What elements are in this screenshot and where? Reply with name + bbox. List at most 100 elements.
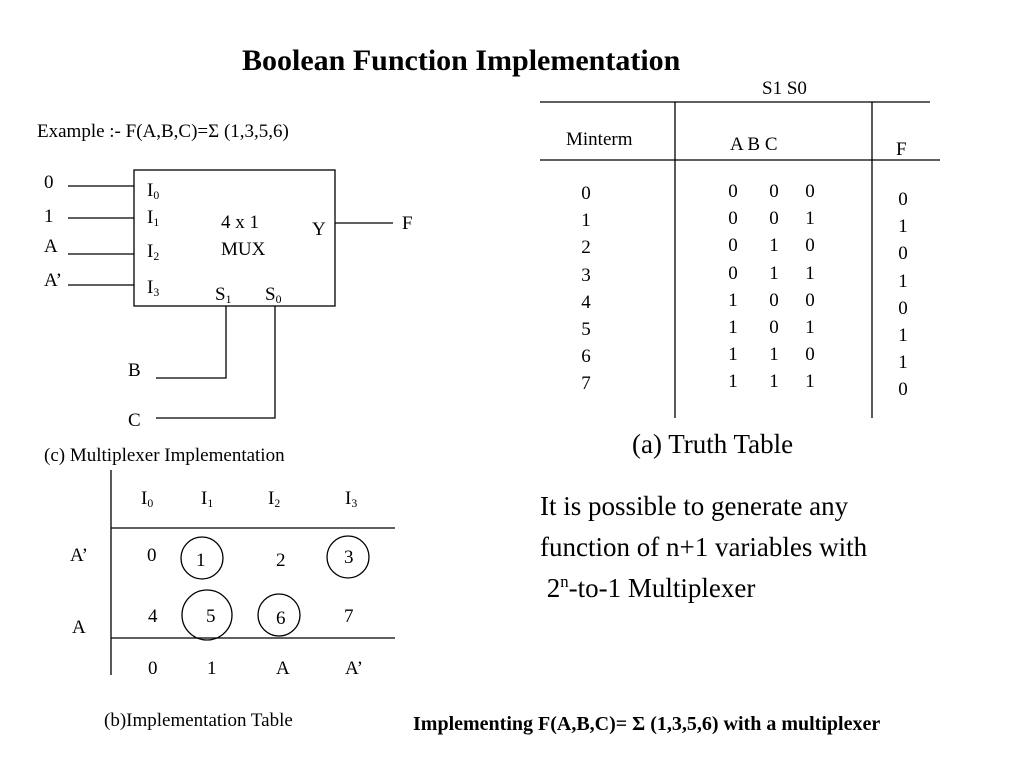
tt-b-cell: 1 <box>769 371 779 393</box>
it-result-cell: 1 <box>207 658 217 679</box>
it-cell: 2 <box>276 550 286 571</box>
it-header-i3: I3 <box>345 488 358 510</box>
statement: It is possible to generate any function … <box>540 486 867 609</box>
tt-minterm-cell: 5 <box>581 319 591 341</box>
tt-f-cell: 0 <box>898 243 908 265</box>
tt-minterm-cell: 6 <box>581 346 591 368</box>
it-result-cell: A’ <box>345 658 363 679</box>
tt-minterm-header: Minterm <box>566 129 633 150</box>
select-input-b: B <box>128 360 141 381</box>
tt-f-cell: 0 <box>898 189 908 210</box>
it-header-i2: I2 <box>268 488 281 510</box>
tt-c-cell: 1 <box>805 262 815 284</box>
tt-c-cell: 0 <box>805 181 815 202</box>
circle-minterm-1 <box>180 536 224 580</box>
tt-b-cell: 0 <box>769 317 779 339</box>
circle-minterm-6 <box>257 593 301 637</box>
tt-a-cell: 0 <box>728 208 738 230</box>
tt-c-cell: 0 <box>805 344 815 366</box>
mux-name-line2: MUX <box>221 239 266 260</box>
mux-output-label: F <box>402 213 413 234</box>
tt-f-cell: 1 <box>898 270 908 292</box>
tt-c-cell: 0 <box>805 235 815 257</box>
tt-b-cell: 1 <box>769 262 779 284</box>
statement-line3: 2n-to-1 Multiplexer <box>546 571 756 603</box>
tt-c-cell: 0 <box>805 289 815 311</box>
it-cell-circled: 6 <box>276 608 286 629</box>
tt-a-column: 0 0 0 0 1 1 1 1 <box>725 178 741 396</box>
statement-line2: function of n+1 variables with <box>540 532 868 562</box>
tt-b-cell: 1 <box>769 344 779 366</box>
tt-minterm-cell: 1 <box>581 210 591 232</box>
mux-pin-i3: I3 <box>147 277 160 299</box>
it-cell: 7 <box>344 606 354 627</box>
example-function: Example :- F(A,B,C)=Σ (1,3,5,6) <box>37 121 289 142</box>
statement-line1: It is possible to generate any <box>540 491 849 521</box>
tt-select-header: S1 S0 <box>762 78 807 99</box>
tt-f-cell: 1 <box>898 325 908 347</box>
mux-name-line1: 4 x 1 <box>221 212 259 233</box>
select-input-c: C <box>128 410 141 431</box>
mux-pin-i1: I1 <box>147 207 160 229</box>
tt-minterm-cell: 4 <box>581 291 591 313</box>
tt-b-cell: 0 <box>769 208 779 230</box>
tt-b-column: 0 0 1 1 0 0 1 1 <box>766 178 782 396</box>
tt-f-cell: 1 <box>898 352 908 374</box>
tt-b-cell: 0 <box>769 181 779 202</box>
select-wire-b <box>156 306 227 379</box>
mux-box <box>133 169 336 307</box>
tt-a-cell: 0 <box>728 262 738 284</box>
mux-input-i2: A <box>44 236 58 257</box>
footer-caption: Implementing F(A,B,C)= Σ (1,3,5,6) with … <box>413 713 881 735</box>
page-title: Boolean Function Implementation <box>242 44 681 77</box>
mux-caption: (c) Multiplexer Implementation <box>44 445 285 466</box>
it-header-i1: I1 <box>201 488 214 510</box>
tt-abc-header: A B C <box>730 134 778 155</box>
it-cell-circled: 3 <box>344 547 354 568</box>
tt-a-cell: 0 <box>728 181 738 202</box>
mux-input-i1: 1 <box>44 206 54 227</box>
tt-f-cell: 0 <box>898 297 908 319</box>
circle-minterm-3 <box>326 535 370 579</box>
it-cell-circled: 5 <box>206 606 216 627</box>
it-row-label-a: A <box>72 617 86 638</box>
mux-pin-i2: I2 <box>147 241 160 263</box>
tt-minterm-column: 0 1 2 3 4 5 6 7 <box>578 180 594 398</box>
tt-f-cell: 0 <box>898 379 908 401</box>
it-cell-circled: 1 <box>196 550 206 571</box>
select-wire-c <box>156 306 276 419</box>
tt-c-column: 0 1 0 1 0 1 0 1 <box>802 178 818 396</box>
tt-b-cell: 1 <box>769 235 779 257</box>
mux-input-i0: 0 <box>44 172 54 193</box>
tt-a-cell: 1 <box>728 371 738 393</box>
tt-caption: (a) Truth Table <box>632 429 794 459</box>
tt-a-cell: 0 <box>728 235 738 257</box>
it-header-i0: I0 <box>141 488 154 510</box>
tt-minterm-cell: 7 <box>581 373 591 395</box>
mux-output-pin: Y <box>312 219 326 240</box>
tt-f-header: F <box>896 139 907 160</box>
tt-minterm-cell: 2 <box>581 237 591 259</box>
tt-f-column: 0 1 0 1 0 1 1 0 <box>895 186 911 404</box>
mux-pin-s0: S0 <box>265 284 282 306</box>
tt-a-cell: 1 <box>728 344 738 366</box>
it-row-label-a-prime: A’ <box>70 545 88 566</box>
tt-f-cell: 1 <box>898 216 908 238</box>
mux-pin-s1: S1 <box>215 284 232 306</box>
it-result-cell: A <box>276 658 290 679</box>
tt-a-cell: 1 <box>728 317 738 339</box>
tt-c-cell: 1 <box>805 371 815 393</box>
tt-b-cell: 0 <box>769 289 779 311</box>
it-result-cell: 0 <box>148 658 158 679</box>
tt-c-cell: 1 <box>805 208 815 230</box>
tt-a-cell: 1 <box>728 289 738 311</box>
it-cell: 0 <box>147 545 157 566</box>
it-caption: (b)Implementation Table <box>104 710 293 731</box>
mux-input-i3: A’ <box>44 270 62 291</box>
tt-minterm-cell: 3 <box>581 264 591 286</box>
mux-pin-i0: I0 <box>147 180 160 202</box>
tt-c-cell: 1 <box>805 317 815 339</box>
circle-minterm-5 <box>181 589 233 641</box>
it-cell: 4 <box>148 606 158 627</box>
